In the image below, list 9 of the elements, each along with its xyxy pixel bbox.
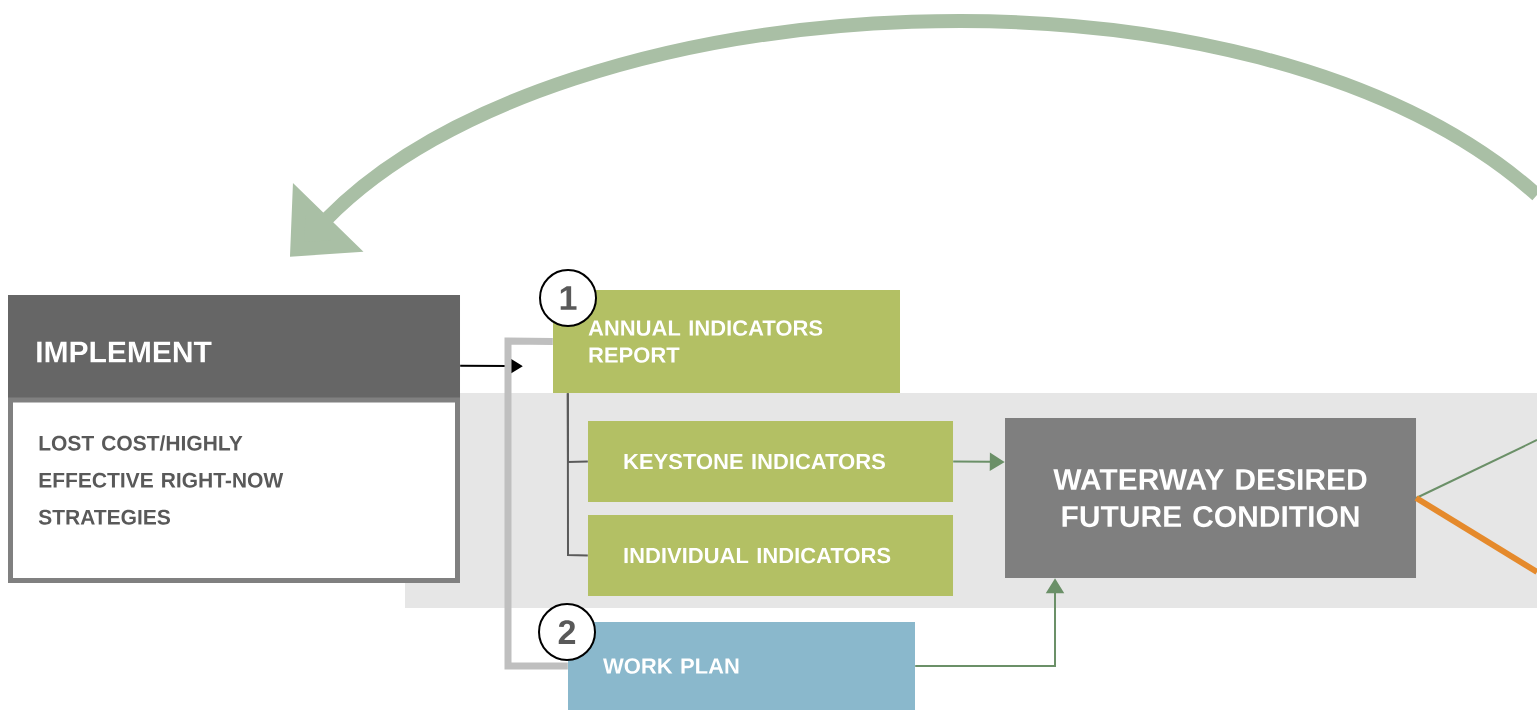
indicator-box: INDIVIDUAL INDICATORS: [588, 515, 953, 596]
connector-line: [1414, 495, 1537, 575]
implement-box: IMPLEMENT LOST COST/HIGHLY EFFECTIVE RIGHT-NOW STRATEGIES: [8, 295, 460, 583]
connector-line: [504, 337, 568, 670]
indicator-box: KEYSTONE INDICATORS: [588, 421, 953, 502]
node-label: IMPLEMENT: [37, 341, 212, 363]
condition-box: WATERWAY DESIRED FUTURE CONDITION: [1005, 418, 1416, 578]
step-number: 2: [538, 603, 596, 661]
connector-line: [566, 392, 589, 557]
